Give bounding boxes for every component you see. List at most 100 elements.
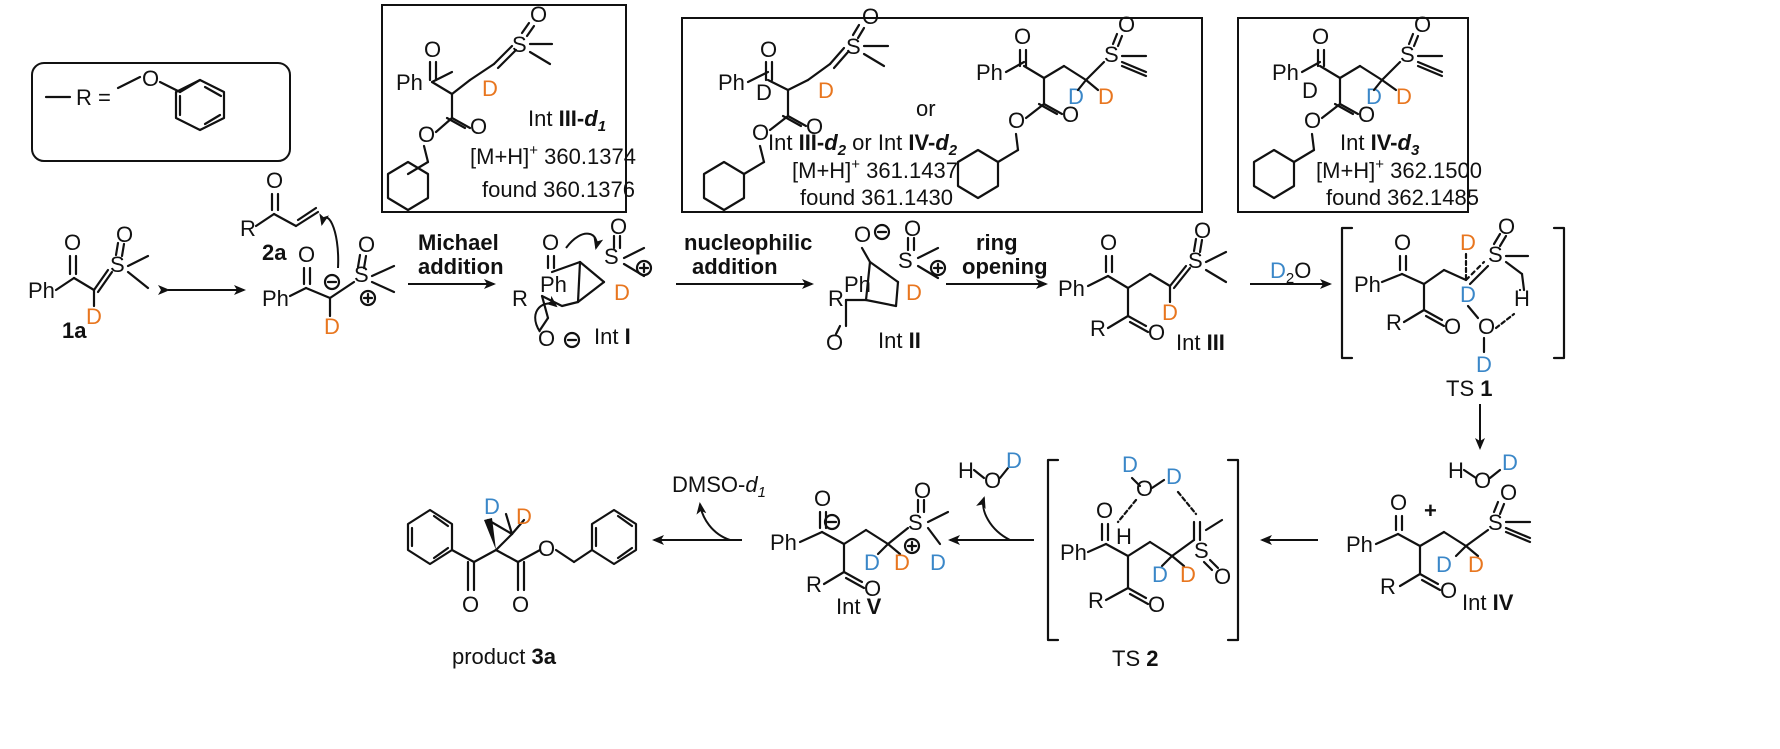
atom-ph: Ph (1346, 532, 1373, 557)
atom-o: O (116, 222, 133, 247)
atom-o: O (530, 2, 547, 27)
ts1-bracket-left (1340, 226, 1354, 360)
atom-o: O (904, 216, 921, 241)
atom-ph: Ph (1272, 60, 1299, 85)
atom-ph: Ph (718, 70, 745, 95)
atom-o: O (864, 576, 881, 601)
atom-ph: Ph (976, 60, 1003, 85)
deuterium-blue: D (1460, 282, 1476, 307)
atom-o: O (1062, 102, 1079, 127)
atom-s: S (604, 244, 619, 269)
r-legend-frame (31, 62, 291, 162)
box-3-found: found 362.1485 (1326, 185, 1479, 210)
atom-ph: Ph (770, 530, 797, 555)
ring-label-1: ring (976, 230, 1018, 255)
atom-s: S (898, 248, 913, 273)
ether-oxygen: O (142, 66, 159, 91)
atom-o: O (1008, 108, 1025, 133)
atom-ph: Ph (28, 278, 55, 303)
deuterium-blue: D (1366, 84, 1382, 109)
step-nucleophilic-addition: nucleophilic addition (676, 230, 814, 289)
deuterium-blue: D (1436, 552, 1452, 577)
atom-ph: Ph (396, 70, 423, 95)
atom-h: H (1116, 524, 1132, 549)
int-iii-label: Int III (1176, 330, 1225, 355)
atom-o: O (1148, 592, 1165, 617)
atom-o: O (1096, 498, 1113, 523)
atom-o: O (1100, 230, 1117, 255)
atom-o: O (1498, 214, 1515, 239)
atom-o: O (64, 230, 81, 255)
int-i-label: Int I (594, 324, 631, 349)
step-ring-opening: ring opening (946, 230, 1048, 289)
atom-o: O (266, 168, 283, 193)
atom-h: H (958, 458, 974, 483)
michael-label-2: addition (418, 254, 504, 279)
int-v: O Ph S O D D D R O Int V (770, 478, 950, 619)
deuterium-orange: D (906, 280, 922, 305)
atom-o: O (1014, 24, 1031, 49)
atom-h: H (1514, 286, 1530, 311)
ring-label-2: opening (962, 254, 1048, 279)
atom-o: O (1474, 468, 1491, 493)
box-1-frame (381, 4, 627, 213)
atom-ph: Ph (262, 286, 289, 311)
box-2-mh-calc: [M+H]+ 361.1437 (792, 156, 958, 183)
atom-o: O (418, 122, 435, 147)
atom-o: O (914, 478, 931, 503)
atom-s: S (846, 34, 861, 59)
ts-2-label: TS 2 (1112, 646, 1158, 671)
deuterium-alpha: D (756, 80, 772, 105)
int-iv-label: Int IV (1462, 590, 1514, 615)
atom-o: O (538, 326, 555, 351)
atom-r: R (512, 286, 528, 311)
box-2-title: Int III-d2 or Int IV-d2 (768, 130, 958, 159)
box-int-iii-iv-d2: O Ph S O D D O O or O Ph (681, 4, 1203, 213)
atom-o: O (826, 330, 843, 355)
box-3-title: Int IV-d3 (1340, 130, 1420, 159)
deuterium-blue: D (1502, 450, 1518, 475)
atom-s: S (1188, 248, 1203, 273)
curly-arrow (319, 213, 340, 269)
deuterium-orange: D (1468, 552, 1484, 577)
atom-o: O (1414, 12, 1431, 37)
atom-o: O (1358, 102, 1375, 127)
atom-ph: Ph (540, 272, 567, 297)
step-dmso: DMSO-d1 (652, 472, 766, 545)
atom-o: O (1390, 490, 1407, 515)
box-1-found: found 360.1376 (482, 177, 635, 202)
atom-s: S (110, 252, 125, 277)
product-3a: O D D O O product 3a (406, 494, 638, 669)
atom-o: O (854, 222, 871, 247)
box-1-mh-calc: [M+H]+ 360.1374 (470, 142, 636, 169)
atom-o: O (1118, 12, 1135, 37)
atom-o: O (610, 214, 627, 239)
atom-s: S (512, 32, 527, 57)
atom-o: O (1500, 480, 1517, 505)
deuterium-blue: D (1152, 562, 1168, 587)
step-d2o: D2O (1250, 258, 1332, 289)
plus-charge (359, 289, 377, 307)
atom-o: O (1136, 476, 1153, 501)
atom-o: O (470, 114, 487, 139)
atom-o: O (298, 242, 315, 267)
deuterium-blue: D (930, 550, 946, 575)
deuterium-orange: D (1162, 300, 1178, 325)
deuterium-orange: D (482, 76, 498, 101)
deuterium-blue: D (864, 550, 880, 575)
atom-o: O (512, 592, 529, 617)
atom-o: O (1394, 230, 1411, 255)
michael-label-1: Michael (418, 230, 499, 255)
atom-r: R (828, 286, 844, 311)
compound-2a-label: 2a (262, 240, 287, 265)
benzyl-ring (174, 78, 226, 132)
int-i: O Ph R O S O D Int I (512, 214, 653, 351)
deuterium-blue: D (1006, 448, 1022, 473)
atom-s: S (1400, 42, 1415, 67)
int-iii: O Ph S O D R O Int III (1058, 218, 1228, 355)
hod-leaving: H O D (958, 448, 1022, 541)
box-3-mh-calc: [M+H]+ 362.1500 (1316, 156, 1482, 183)
atom-o: O (358, 232, 375, 257)
compound-1a: O Ph S O D 1a (28, 222, 150, 343)
